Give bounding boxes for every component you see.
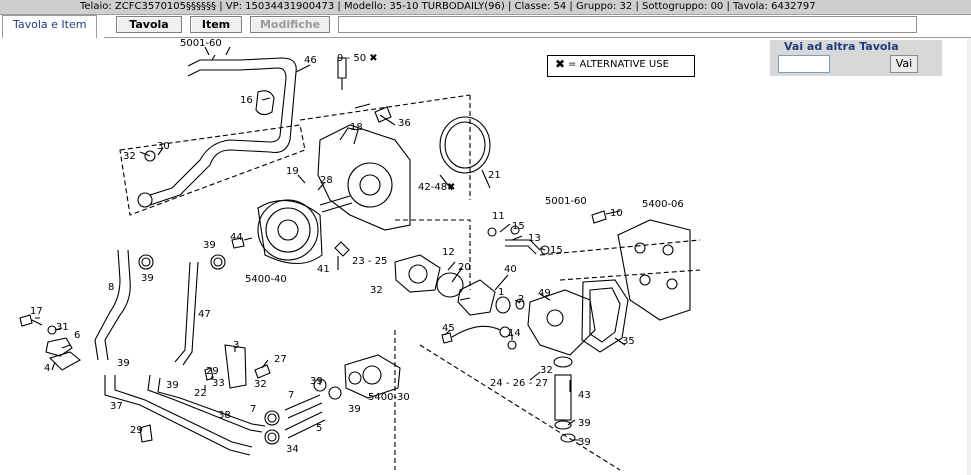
callout[interactable]: 15: [512, 221, 525, 232]
callout[interactable]: 6: [74, 330, 81, 341]
callout[interactable]: 39: [578, 437, 591, 448]
callout[interactable]: 5001-60: [180, 38, 222, 49]
callout[interactable]: 7: [288, 390, 295, 401]
vertical-scrollbar[interactable]: [967, 38, 971, 475]
callout[interactable]: 16: [240, 95, 253, 106]
callout[interactable]: 10: [610, 208, 623, 219]
tab-divider: [104, 37, 971, 38]
callout[interactable]: 39: [166, 380, 179, 391]
callout[interactable]: 21: [488, 170, 501, 181]
tavola-button[interactable]: Tavola: [116, 16, 182, 33]
callout[interactable]: 39: [141, 273, 154, 284]
callout[interactable]: 17: [30, 306, 43, 317]
callout[interactable]: 32: [254, 379, 267, 390]
callout[interactable]: 39: [578, 418, 591, 429]
callout[interactable]: 5400-06: [642, 199, 684, 210]
callout[interactable]: 24 - 26 - 27: [490, 378, 549, 389]
callout[interactable]: 27: [274, 354, 287, 365]
callout[interactable]: 32: [123, 151, 136, 162]
callout[interactable]: 32: [540, 365, 553, 376]
description-field[interactable]: [338, 16, 917, 33]
exploded-parts-diagram[interactable]: 5001-60 46 9 - 50 ✖ 16 18 36 32 30 21 19…: [0, 38, 971, 475]
callout[interactable]: 5: [316, 423, 323, 434]
callout[interactable]: 46: [304, 55, 317, 66]
callout[interactable]: 34: [286, 444, 299, 455]
callout[interactable]: 7: [250, 404, 257, 415]
callout[interactable]: 40: [504, 264, 517, 275]
callout[interactable]: 29: [130, 425, 143, 436]
callout[interactable]: 8: [108, 282, 115, 293]
callout[interactable]: 28: [320, 175, 333, 186]
callout[interactable]: 47: [198, 309, 211, 320]
legend-box: ✖ = ALTERNATIVE USE: [547, 55, 695, 77]
callout[interactable]: 39: [348, 404, 361, 415]
item-button[interactable]: Item: [190, 16, 242, 33]
callout[interactable]: 11: [492, 211, 505, 222]
parts-drawing: [19, 46, 701, 471]
callout[interactable]: 1: [498, 287, 505, 298]
modifiche-button[interactable]: Modifiche: [250, 16, 330, 33]
callout[interactable]: 22: [194, 388, 207, 399]
callout[interactable]: 30: [157, 141, 170, 152]
callout[interactable]: 20: [458, 262, 471, 273]
goto-table-panel: Vai ad altra Tavola Vai: [770, 40, 942, 76]
context-info: Telaio: ZCFC3570105§§§§§§ | VP: 15034431…: [80, 1, 816, 12]
goto-table-title: Vai ad altra Tavola: [784, 40, 899, 53]
callout[interactable]: 5001-60: [545, 196, 587, 207]
callout[interactable]: 35: [622, 336, 635, 347]
callout[interactable]: 5400-40: [245, 274, 287, 285]
callout[interactable]: 13: [528, 233, 541, 244]
callout[interactable]: 38: [218, 410, 231, 421]
callout[interactable]: 37: [110, 401, 123, 412]
callout[interactable]: 2: [518, 294, 525, 305]
callout[interactable]: 33: [212, 378, 225, 389]
callout[interactable]: 39: [310, 376, 323, 387]
callout[interactable]: 5400-30: [368, 392, 410, 403]
callout[interactable]: 3: [233, 340, 240, 351]
callout[interactable]: 9 - 50 ✖: [337, 53, 378, 64]
callout[interactable]: 45: [442, 323, 455, 334]
tab-strip: Tavola e Item: [0, 14, 971, 38]
callout[interactable]: 4: [44, 363, 51, 374]
callout[interactable]: 39: [117, 358, 130, 369]
callout[interactable]: 39: [203, 240, 216, 251]
callout[interactable]: 12: [442, 247, 455, 258]
callout[interactable]: 32: [370, 285, 383, 296]
tab-tavola-e-item[interactable]: Tavola e Item: [2, 15, 98, 38]
callout[interactable]: 18: [350, 122, 363, 133]
context-bar: Telaio: ZCFC3570105§§§§§§ | VP: 15034431…: [0, 0, 971, 15]
legend-text: = ALTERNATIVE USE: [568, 59, 669, 70]
callout[interactable]: 42-48✖: [418, 182, 456, 193]
callout[interactable]: 15: [550, 245, 563, 256]
callout[interactable]: 19: [286, 166, 299, 177]
callout[interactable]: 29: [206, 366, 219, 377]
table-number-input[interactable]: [778, 55, 830, 73]
callout[interactable]: 43: [578, 390, 591, 401]
go-button[interactable]: Vai: [890, 55, 918, 73]
callout[interactable]: 36: [398, 118, 411, 129]
callout[interactable]: 49: [538, 288, 551, 299]
callout[interactable]: 14: [508, 328, 521, 339]
callout[interactable]: 44: [230, 232, 243, 243]
alternative-use-icon: ✖: [555, 57, 566, 71]
callout[interactable]: 31: [56, 322, 69, 333]
callout[interactable]: 41: [317, 264, 330, 275]
callout[interactable]: 23 - 25: [352, 256, 388, 267]
